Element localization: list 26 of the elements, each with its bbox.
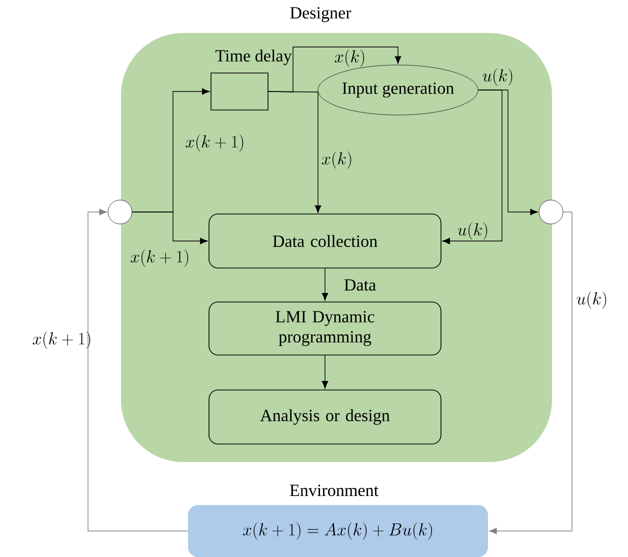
edge-label: $u(k)$ bbox=[482, 68, 512, 86]
arrow bbox=[88, 208, 188, 532]
process-box: Data collection bbox=[208, 214, 442, 268]
arrow bbox=[132, 212, 208, 244]
heading: Environment bbox=[290, 484, 378, 496]
edge-label: $u(k)$ bbox=[458, 222, 488, 240]
edge-label: $x(k+1)$ bbox=[186, 134, 244, 152]
arrow bbox=[489, 212, 572, 534]
junction-circle bbox=[108, 200, 132, 224]
edge-label: $x(k+1)$ bbox=[32, 331, 90, 349]
arrow bbox=[322, 268, 328, 301]
heading: Designer bbox=[290, 7, 352, 22]
arrow bbox=[442, 90, 502, 244]
process-box: Analysis or design bbox=[208, 390, 442, 444]
edge-label: $u(k)$ bbox=[576, 291, 606, 309]
junction-circle bbox=[538, 200, 564, 224]
edge-label: $x(k)$ bbox=[322, 151, 352, 169]
process-box: LMI Dynamic programming bbox=[208, 302, 442, 356]
arrow bbox=[268, 91, 322, 213]
environment-box: $x(k+1) = Ax(k) + Bu(k)$ bbox=[188, 505, 488, 557]
edge-label: $x(k)$ bbox=[334, 49, 364, 67]
edge-label: $x(k+1)$ bbox=[130, 249, 188, 267]
arrow bbox=[322, 355, 328, 389]
heading: Time delay bbox=[216, 50, 292, 66]
arrow bbox=[478, 90, 538, 216]
edge-label: Data bbox=[344, 279, 376, 291]
